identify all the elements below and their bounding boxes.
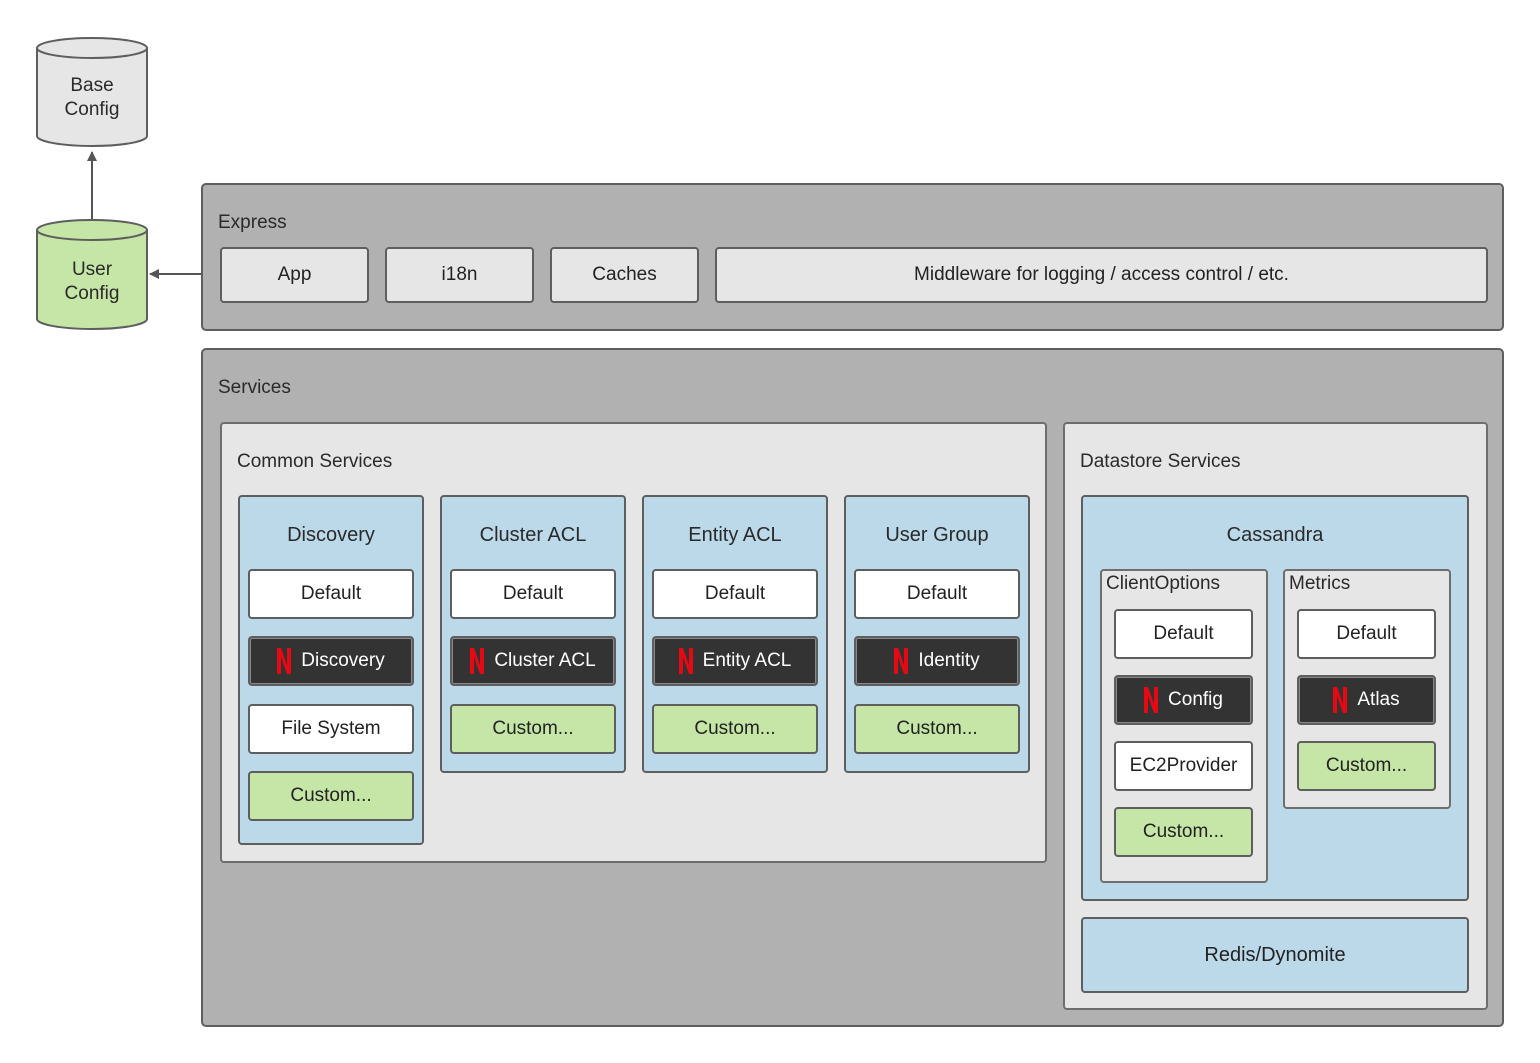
base-config-db xyxy=(36,37,148,147)
entity-acl-column: Entity ACL Default Entity ACL Custom... xyxy=(642,495,828,773)
netflix-logo-icon xyxy=(277,648,292,674)
metrics-panel: Metrics Default Atlas Custom... xyxy=(1283,569,1451,809)
client-options-netflix-box: Config xyxy=(1114,675,1253,725)
express-i18n-box: i18n xyxy=(385,247,534,303)
common-services-title: Common Services xyxy=(237,451,393,472)
express-panel: Express App i18n Caches Middleware for l… xyxy=(201,183,1504,331)
express-middleware-box: Middleware for logging / access control … xyxy=(715,247,1488,303)
entity-acl-netflix-box: Entity ACL xyxy=(652,636,818,686)
datastore-services-panel: Datastore Services Cassandra ClientOptio… xyxy=(1063,422,1488,1010)
netflix-logo-icon xyxy=(894,648,909,674)
client-options-netflix-label: Config xyxy=(1168,689,1223,710)
discovery-title: Discovery xyxy=(287,524,375,546)
entity-acl-default-box: Default xyxy=(652,569,818,619)
client-options-default-box: Default xyxy=(1114,609,1253,659)
cluster-acl-netflix-box: Cluster ACL xyxy=(450,636,616,686)
cassandra-title: Cassandra xyxy=(1226,524,1324,546)
entity-acl-custom-box: Custom... xyxy=(652,704,818,754)
express-title: Express xyxy=(218,212,287,233)
client-options-custom-box: Custom... xyxy=(1114,807,1253,857)
client-options-panel: ClientOptions Default Config EC2Provider… xyxy=(1100,569,1268,883)
discovery-custom-box: Custom... xyxy=(248,771,414,821)
discovery-netflix-label: Discovery xyxy=(301,650,385,671)
datastore-services-title: Datastore Services xyxy=(1080,451,1241,472)
services-panel: Services Common Services Discovery Defau… xyxy=(201,348,1504,1027)
user-config-line2: Config xyxy=(64,283,120,304)
user-group-custom-box: Custom... xyxy=(854,704,1020,754)
base-config-line1: Base xyxy=(70,75,114,96)
user-config-db xyxy=(36,219,148,330)
discovery-column: Discovery Default Discovery File System … xyxy=(238,495,424,845)
discovery-netflix-box: Discovery xyxy=(248,636,414,686)
cassandra-panel: Cassandra ClientOptions Default Config E… xyxy=(1081,495,1469,901)
discovery-default-box: Default xyxy=(248,569,414,619)
entity-acl-title: Entity ACL xyxy=(688,524,782,546)
base-config-label: Base Config xyxy=(37,74,147,122)
user-config-line1: User xyxy=(71,259,113,280)
entity-acl-netflix-label: Entity ACL xyxy=(702,650,792,671)
netflix-logo-icon xyxy=(678,648,693,674)
netflix-logo-icon xyxy=(470,648,485,674)
metrics-title: Metrics xyxy=(1289,573,1351,594)
metrics-netflix-box: Atlas xyxy=(1297,675,1436,725)
user-group-netflix-box: Identity xyxy=(854,636,1020,686)
express-caches-box: Caches xyxy=(550,247,699,303)
user-group-column: User Group Default Identity Custom... xyxy=(844,495,1030,773)
cluster-acl-column: Cluster ACL Default Cluster ACL Custom..… xyxy=(440,495,626,773)
base-config-line2: Config xyxy=(64,99,120,120)
cluster-acl-title: Cluster ACL xyxy=(479,524,587,546)
user-config-label: User Config xyxy=(37,258,147,306)
metrics-default-box: Default xyxy=(1297,609,1436,659)
metrics-netflix-label: Atlas xyxy=(1357,689,1400,710)
cluster-acl-netflix-label: Cluster ACL xyxy=(494,650,596,671)
netflix-logo-icon xyxy=(1144,687,1159,713)
common-services-panel: Common Services Discovery Default Discov… xyxy=(220,422,1047,863)
services-title: Services xyxy=(218,377,291,398)
express-app-box: App xyxy=(220,247,369,303)
netflix-logo-icon xyxy=(1333,687,1348,713)
client-options-title: ClientOptions xyxy=(1106,573,1221,594)
cluster-acl-custom-box: Custom... xyxy=(450,704,616,754)
cluster-acl-default-box: Default xyxy=(450,569,616,619)
redis-dynomite-box: Redis/Dynomite xyxy=(1081,917,1469,993)
user-group-title: User Group xyxy=(885,524,989,546)
metrics-custom-box: Custom... xyxy=(1297,741,1436,791)
discovery-file-system-box: File System xyxy=(248,704,414,754)
client-options-ec2-box: EC2Provider xyxy=(1114,741,1253,791)
user-group-default-box: Default xyxy=(854,569,1020,619)
user-group-netflix-label: Identity xyxy=(918,650,980,671)
